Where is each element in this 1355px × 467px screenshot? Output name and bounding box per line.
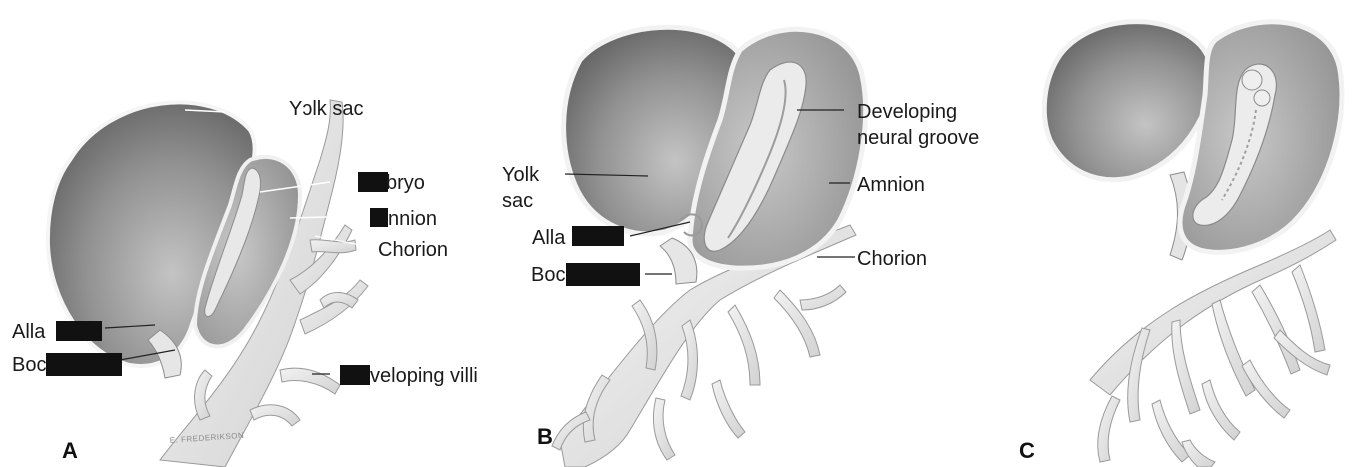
panel-a-redaction-embryo [358,172,388,192]
panel-c-yolk-sac [1044,22,1212,180]
panel-b-redaction-allantois [572,226,624,246]
panel-a-redaction-allantois [56,321,102,341]
panel-c-villi [1090,230,1336,467]
panel-c: C [1019,22,1342,467]
panel-b-label-yolk-sac-2: sac [502,190,533,212]
panel-b-label-amnion: Amnion [857,174,925,196]
panel-a-label-developing-villi: veloping villi [370,365,478,387]
panel-a-label-yolk-sac: Yɔlk sac [289,98,363,120]
panel-c-embryo-head [1242,70,1262,90]
panel-b-redaction-body-stalk [566,263,640,286]
panel-b-label-body-stalk: Boc [531,264,565,286]
panel-a-label-allantois: Alla [12,321,46,343]
panel-b-letter: B [537,424,553,449]
panel-b-label-yolk-sac-1: Yolk [502,164,540,186]
panel-a-label-body-stalk: Boc [12,354,46,376]
panel-a: Yɔlk sac bryo nnion Chorion Alla Boc vel… [12,98,478,467]
panel-b-label-chorion: Chorion [857,248,927,270]
panel-b-label-neural-groove-1: Developing [857,101,957,123]
panel-a-letter: A [62,438,78,463]
panel-b-label-neural-groove-2: neural groove [857,127,979,149]
panel-a-redaction-amnion [370,208,388,227]
panel-a-redaction-body-stalk [46,353,122,376]
panel-a-redaction-villi [340,365,370,385]
panel-c-embryo-bulge [1254,90,1270,106]
panel-a-label-amnion: nnion [388,208,437,230]
panel-a-label-chorion: Chorion [378,239,448,261]
panel-a-label-embryo: bryo [386,172,425,194]
panel-b-label-allantois: Alla [532,227,566,249]
panel-c-letter: C [1019,438,1035,463]
panel-b: Developing neural groove Yolk sac Amnion… [502,27,979,467]
